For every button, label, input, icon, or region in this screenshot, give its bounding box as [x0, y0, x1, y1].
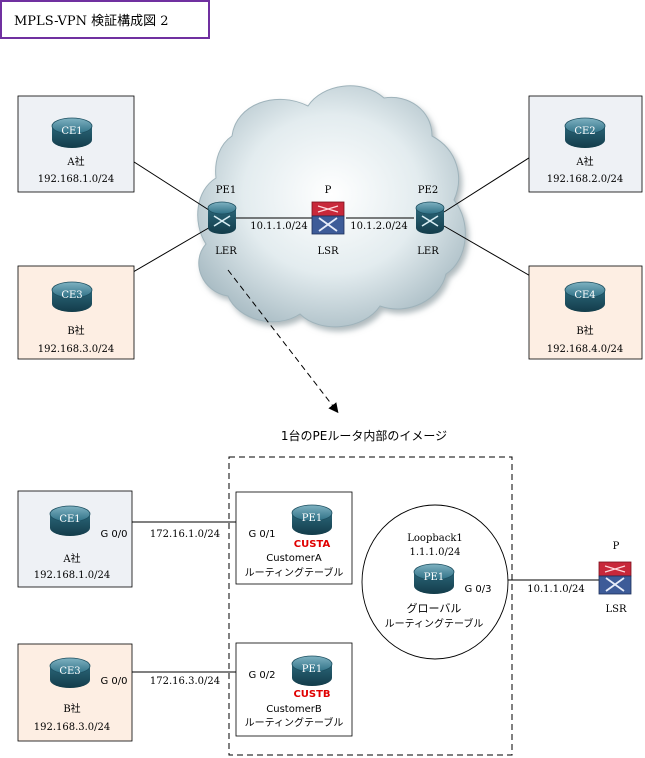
global-loopback: Loopback1 [407, 533, 462, 544]
vrf-b-iface: G 0/2 [248, 670, 275, 681]
bottom-p-name: P [613, 541, 620, 552]
pe1-name: PE1 [216, 185, 236, 196]
ce4-company: B社 [576, 324, 593, 337]
ce2-label: CE2 [574, 126, 595, 137]
vrf-a-customer: CustomerA [266, 553, 322, 564]
title-box [0, 0, 210, 39]
ce2-company: A社 [575, 155, 593, 168]
p-name: P [325, 185, 332, 196]
p-role: LSR [317, 246, 338, 257]
pe2-role: LER [417, 246, 439, 257]
bottom-ce1-network: 192.168.1.0/24 [34, 570, 111, 581]
ce3-label: CE3 [61, 290, 82, 301]
p-lsr-icon [311, 201, 345, 235]
pe2-router-icon [415, 201, 445, 235]
global-table: ルーティングテーブル [385, 617, 484, 630]
ce1-label: CE1 [61, 126, 82, 137]
ce3-network: 192.168.3.0/24 [38, 344, 115, 355]
vrf-a-box [235, 491, 353, 585]
bottom-ce1-company: A社 [62, 552, 80, 565]
bottom-ce3-network: 192.168.3.0/24 [34, 722, 111, 733]
bottom-ce3-company: B社 [63, 702, 80, 715]
pe1-role: LER [215, 246, 237, 257]
vrf-b-box [235, 642, 353, 737]
vrf-b-name: CUSTB [293, 689, 330, 700]
bottom-ce3-iface: G 0/0 [100, 676, 127, 687]
diagram-title: MPLS-VPN 検証構成図 2 [14, 14, 169, 29]
vrf-a-name: CUSTA [294, 539, 331, 550]
vrf-a-router-label: PE1 [302, 513, 322, 524]
global-name: グローバル [407, 601, 462, 615]
vrf-b-router-label: PE1 [302, 664, 322, 675]
ce2-network: 192.168.2.0/24 [547, 174, 624, 185]
ce4-network: 192.168.4.0/24 [547, 344, 624, 355]
caption: 1台のPEルータ内部のイメージ [281, 428, 447, 443]
global-iface: G 0/3 [464, 584, 491, 595]
ce3-box [17, 265, 135, 360]
bottom-p-role: LSR [605, 604, 626, 615]
bottom-ce1-iface: G 0/0 [100, 529, 127, 540]
pe2-name: PE2 [418, 185, 438, 196]
link-pe1-p-label: 10.1.1.0/24 [250, 221, 307, 232]
ce1-network: 192.168.1.0/24 [38, 174, 115, 185]
vrf-a-iface: G 0/1 [248, 529, 275, 540]
bottom-ce1-label: CE1 [59, 514, 80, 525]
ce4-box [528, 265, 643, 360]
bottom-ce3-label: CE3 [59, 666, 80, 677]
vrf-a-table: ルーティングテーブル [245, 566, 344, 579]
global-router-label: PE1 [424, 572, 444, 583]
ce1-company: A社 [66, 155, 84, 168]
link-b-label: 172.16.3.0/24 [150, 676, 220, 687]
ce3-company: B社 [67, 324, 84, 337]
link-p-pe2-label: 10.1.2.0/24 [350, 221, 407, 232]
bottom-p-lsr-icon [598, 561, 632, 595]
vrf-b-customer: CustomerB [266, 704, 322, 715]
global-loopback-net: 1.1.1.0/24 [409, 547, 460, 558]
ce4-label: CE4 [574, 290, 595, 301]
vrf-b-table: ルーティングテーブル [245, 716, 344, 729]
pe1-router-icon [207, 201, 237, 235]
link-a-label: 172.16.1.0/24 [150, 529, 220, 540]
link-p-label: 10.1.1.0/24 [527, 584, 584, 595]
